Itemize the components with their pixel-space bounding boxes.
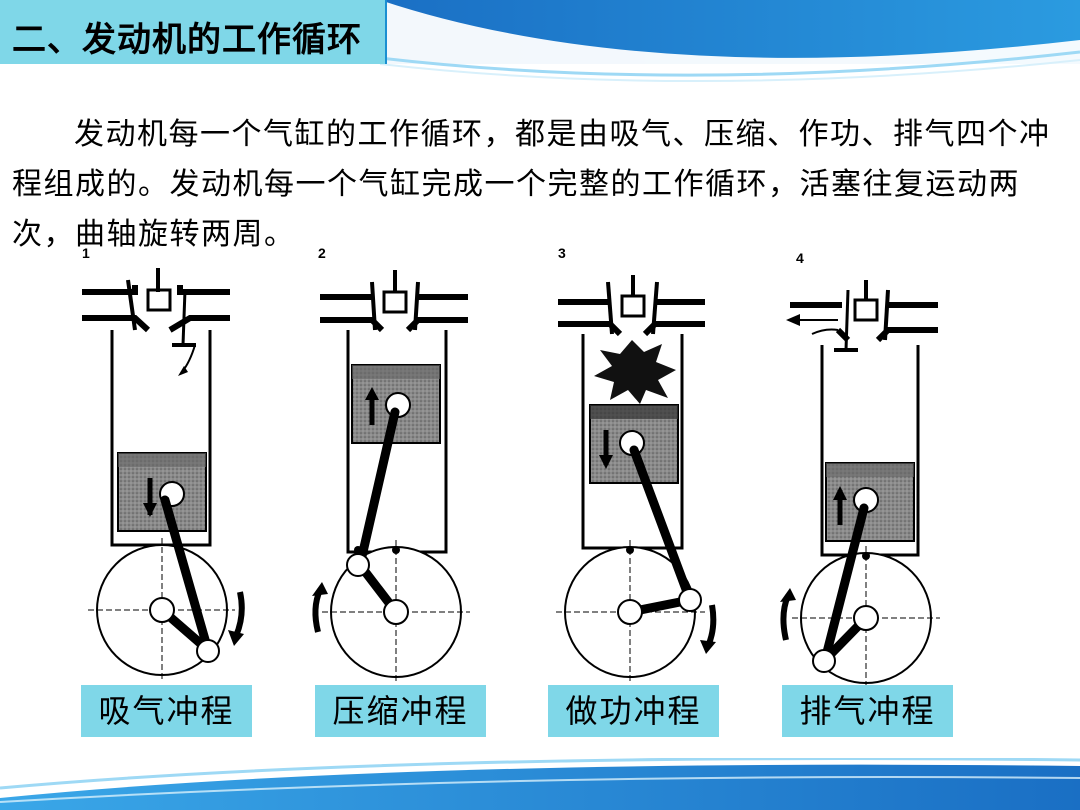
title-box: 二、发动机的工作循环: [0, 0, 387, 64]
engine-4: 4: [780, 250, 940, 685]
stroke-number-3: 3: [558, 245, 566, 261]
label-compression-stroke: 压缩冲程: [315, 685, 486, 737]
label-intake-stroke: 吸气冲程: [81, 685, 252, 737]
stroke-number-1: 1: [82, 245, 90, 261]
label-exhaust-stroke: 排气冲程: [782, 685, 953, 737]
stroke-number-4: 4: [796, 250, 804, 266]
engine-3: 3: [556, 245, 717, 682]
footer-decoration: [0, 758, 1080, 810]
page-title: 二、发动机的工作循环: [12, 20, 362, 60]
header-decoration: [379, 0, 1080, 90]
engine-2: 2: [312, 245, 470, 682]
footer-bar: [0, 758, 1080, 810]
body-paragraph: 发动机每一个气缸的工作循环，都是由吸气、压缩、作功、排气四个冲程组成的。发动机每…: [12, 110, 1070, 260]
engine-cycle-diagram: 1 2: [82, 245, 940, 685]
label-power-stroke: 做功冲程: [548, 685, 719, 737]
stroke-number-2: 2: [318, 245, 326, 261]
body-text: 发动机每一个气缸的工作循环，都是由吸气、压缩、作功、排气四个冲程组成的。发动机每…: [12, 117, 1051, 252]
engine-1: 1: [82, 245, 245, 680]
header-bar: [0, 0, 1080, 90]
